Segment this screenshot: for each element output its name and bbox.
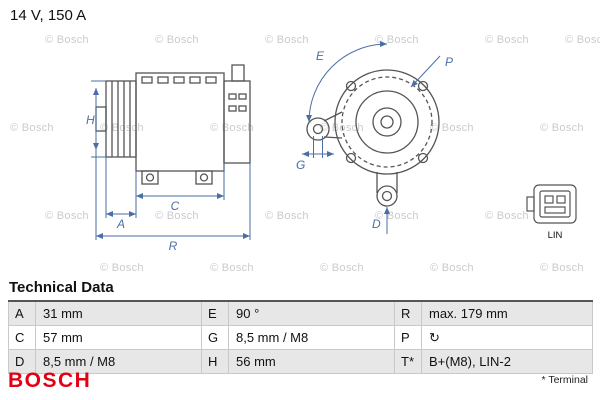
spec-key: H [201, 349, 229, 374]
rotation-direction-icon: ↻ [421, 325, 593, 350]
bosch-logo: BOSCH [8, 369, 92, 392]
watermark: © Bosch [100, 122, 144, 134]
rating-label: 14 V, 150 A [10, 7, 87, 24]
spec-value: 57 mm [35, 325, 202, 350]
spec-value: 8,5 mm / M8 [228, 325, 395, 350]
table-row: D 8,5 mm / M8 H 56 mm T* B+(M8), LIN-2 [8, 349, 593, 374]
watermark: © Bosch [265, 34, 309, 46]
lin-connector-drawing: LIN [526, 184, 577, 241]
alternator-side-view-drawing: H C A R [86, 64, 251, 253]
alternator-body-outline [95, 64, 251, 185]
watermark: © Bosch [155, 34, 199, 46]
dimension-label-h: H [86, 113, 95, 127]
watermark: © Bosch [320, 262, 364, 274]
dimension-label-e: E [316, 49, 325, 63]
spec-key: A [8, 300, 36, 326]
watermark: © Bosch [565, 34, 600, 46]
alternator-front-view-drawing: E P G D [296, 41, 453, 234]
spec-key: D [8, 349, 36, 374]
watermark: © Bosch [210, 262, 254, 274]
dimension-label-r: R [169, 239, 178, 253]
spec-value: 31 mm [35, 300, 202, 326]
watermark: © Bosch [485, 210, 529, 222]
watermark: © Bosch [430, 122, 474, 134]
spec-value: 56 mm [228, 349, 395, 374]
spec-key: G [201, 325, 229, 350]
dimension-label-g: G [296, 158, 305, 172]
dimension-lines [302, 41, 441, 234]
technical-data-table: A 31 mm E 90 ° R max. 179 mm C 57 mm G 8… [8, 300, 593, 374]
watermark: © Bosch [485, 34, 529, 46]
spec-key: C [8, 325, 36, 350]
watermark: © Bosch [100, 262, 144, 274]
dimension-label-a: A [116, 217, 125, 231]
dimension-label-p: P [445, 55, 453, 69]
dimension-label-d: D [372, 217, 381, 231]
watermark: © Bosch [155, 210, 199, 222]
watermark: © Bosch [540, 262, 584, 274]
watermark: © Bosch [10, 122, 54, 134]
dimension-label-c: C [171, 199, 180, 213]
table-row: A 31 mm E 90 ° R max. 179 mm [8, 300, 593, 326]
watermark: © Bosch [210, 122, 254, 134]
spec-key: R [394, 300, 422, 326]
connector-label: LIN [548, 230, 563, 241]
spec-value: B+(M8), LIN-2 [421, 349, 593, 374]
dimension-lines [91, 80, 251, 240]
watermark: © Bosch [540, 122, 584, 134]
watermark: © Bosch [265, 210, 309, 222]
terminal-footnote: * Terminal [541, 374, 589, 386]
watermark: © Bosch [45, 34, 89, 46]
table-row: C 57 mm G 8,5 mm / M8 P ↻ [8, 325, 593, 350]
spec-value: 90 ° [228, 300, 395, 326]
spec-value: max. 179 mm [421, 300, 593, 326]
spec-key: E [201, 300, 229, 326]
spec-value: 8,5 mm / M8 [35, 349, 202, 374]
watermark: © Bosch [430, 262, 474, 274]
connector-outline [526, 184, 577, 224]
spec-key: P [394, 325, 422, 350]
spec-key: T* [394, 349, 422, 374]
watermark: © Bosch [45, 210, 89, 222]
alternator-front-outline [306, 69, 440, 207]
technical-data-title: Technical Data [9, 279, 114, 296]
